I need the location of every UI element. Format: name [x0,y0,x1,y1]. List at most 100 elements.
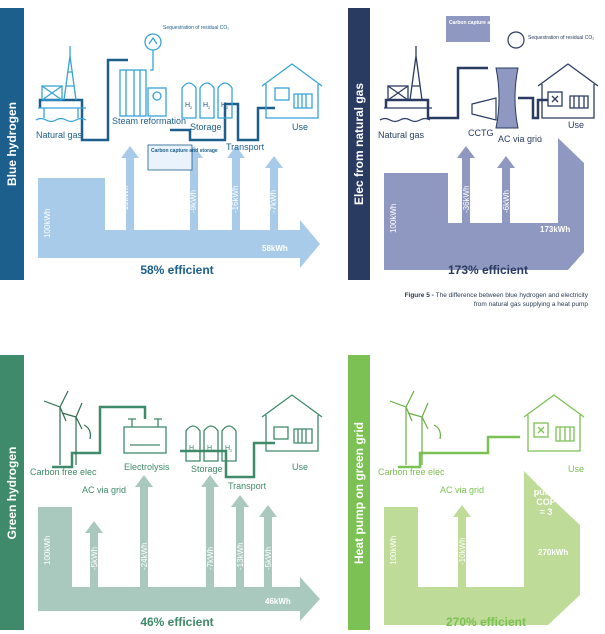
loss-value: -7kWh [206,547,215,570]
loss-value: -5kWh [90,547,99,570]
stage-label-ac-grid: AC via grid [440,485,484,495]
efficiency-label: 270% efficient [446,615,526,629]
sequestration-label: Sequestration of residual CO₂ [528,35,594,41]
h2-label-sub: 2 [230,448,233,453]
electrolyser-icon [123,418,167,454]
side-label-box: Elec from natural gas [348,8,370,280]
loss-value: -16kWh [231,185,240,213]
loss-value: -13kWh [236,542,245,570]
h2-label-sub: 2 [226,105,229,110]
stage-label-use: Use [292,122,308,132]
panel-blue-hydrogen: Blue hydrogen [0,8,330,280]
stage-label-storage: Storage [190,122,222,132]
stage-label-use: Use [292,462,308,472]
stage-label-use: Use [568,120,584,130]
house-icon [261,63,323,119]
caption-line2: from natural gas supplying a heat pump [473,301,588,308]
stage-label-cctg: CCTG [468,128,494,138]
loss-arrows [121,146,283,230]
input-value: 100kWh [389,536,398,565]
hydrogen-tanks-icon [185,425,237,462]
wind-turbine-icon [43,390,91,465]
loss-value: -36kWh [462,185,471,213]
input-value: 100kWh [43,536,52,565]
gas-rig-icon [379,46,432,123]
stage-label-ac-grid: AC via grid [498,134,542,144]
stage-label-carbon-free-elec: Carbon free elec [30,467,97,477]
h2-label: H [203,102,208,109]
stage-label-transport: Transport [226,142,265,152]
loss-value: -24kWh [140,542,149,570]
loss-arrow [231,495,249,587]
pipeline [38,58,128,142]
stage-label-carbon-free-elec: Carbon free elec [378,467,445,477]
heat-pump-line: COP [536,150,556,160]
loss-arrows [453,505,471,587]
ccs-label: Carbon capture and storage [449,20,516,26]
heat-pump-line: Heat [536,477,556,487]
h2-label: H [207,445,212,452]
energy-flow-arrow [384,471,580,625]
loss-arrow [185,146,203,230]
loss-value: -10kWh [121,185,130,213]
heat-pump-line: pump [534,140,559,150]
heat-pump-green-diagram: Carbon free elec AC via grid Use Heat pu… [378,390,585,629]
h2-label-sub: 2 [208,105,211,110]
efficiency-label: 173% efficient [448,263,528,277]
gas-rig-icon [35,46,87,123]
loss-arrow [259,505,277,587]
efficiency-label: 46% efficient [140,615,213,629]
ccs-box [446,16,490,42]
loss-arrows [85,475,277,587]
efficiency-label: 58% efficient [140,263,213,277]
energy-flow-arrow [384,138,584,270]
heat-pump-label: Heat pump COP = 3 [534,130,559,170]
loss-arrow [497,156,515,223]
side-label-box: Blue hydrogen [0,8,24,280]
heat-pump-line: COP [536,497,556,507]
ccs-box [147,144,193,171]
caption-prefix: Figure 5 - [404,292,436,299]
pipeline [384,66,548,120]
heat-pump-line: = 3 [540,160,553,170]
h2-label: H [185,102,190,109]
loss-arrow [457,146,475,223]
stage-label-natural-gas: Natural gas [378,130,425,140]
caption-line1: The difference between blue hydrogen and… [435,292,588,299]
heat-pump-label: Heat pump COP = 3 [534,477,559,517]
output-value: 46kWh [265,597,291,606]
loss-arrow [453,505,471,587]
house-icon [537,63,599,119]
loss-value: -6kWh [502,190,511,213]
loss-arrows [457,146,515,223]
hydrogen-tanks-icon [181,82,233,119]
panel-heat-pump-green: Heat pump on green grid Carbon free elec… [348,355,604,630]
steam-reformer-icon [119,33,167,117]
heat-pump-line: pump [534,487,559,497]
stage-label-steam-reformation: Steam reformation [112,116,186,126]
h2-label: H [221,102,226,109]
output-value: 270kWh [538,548,568,557]
house-icon [523,394,585,452]
stage-label-electrolysis: Electrolysis [124,462,170,472]
loss-arrow [135,475,153,587]
output-value: 173kWh [540,225,570,234]
heat-pump-line: = 3 [540,507,553,517]
house-icon [261,394,323,452]
energy-flow-arrow [38,507,320,621]
h2-label: H [225,445,230,452]
power-line [398,435,520,469]
cctg-plant-icon [471,31,525,129]
panel-elec-natural-gas: Elec from natural gas Carbon capture and… [348,8,604,280]
loss-value: -9kWh [189,190,198,213]
stage-label-ac-grid: AC via grid [82,485,126,495]
ccs-label: Carbon capture and storage [151,148,218,154]
input-value: 100kWh [43,209,52,238]
loss-arrow [265,156,283,230]
loss-arrow [121,146,139,230]
input-value: 100kWh [389,204,398,233]
